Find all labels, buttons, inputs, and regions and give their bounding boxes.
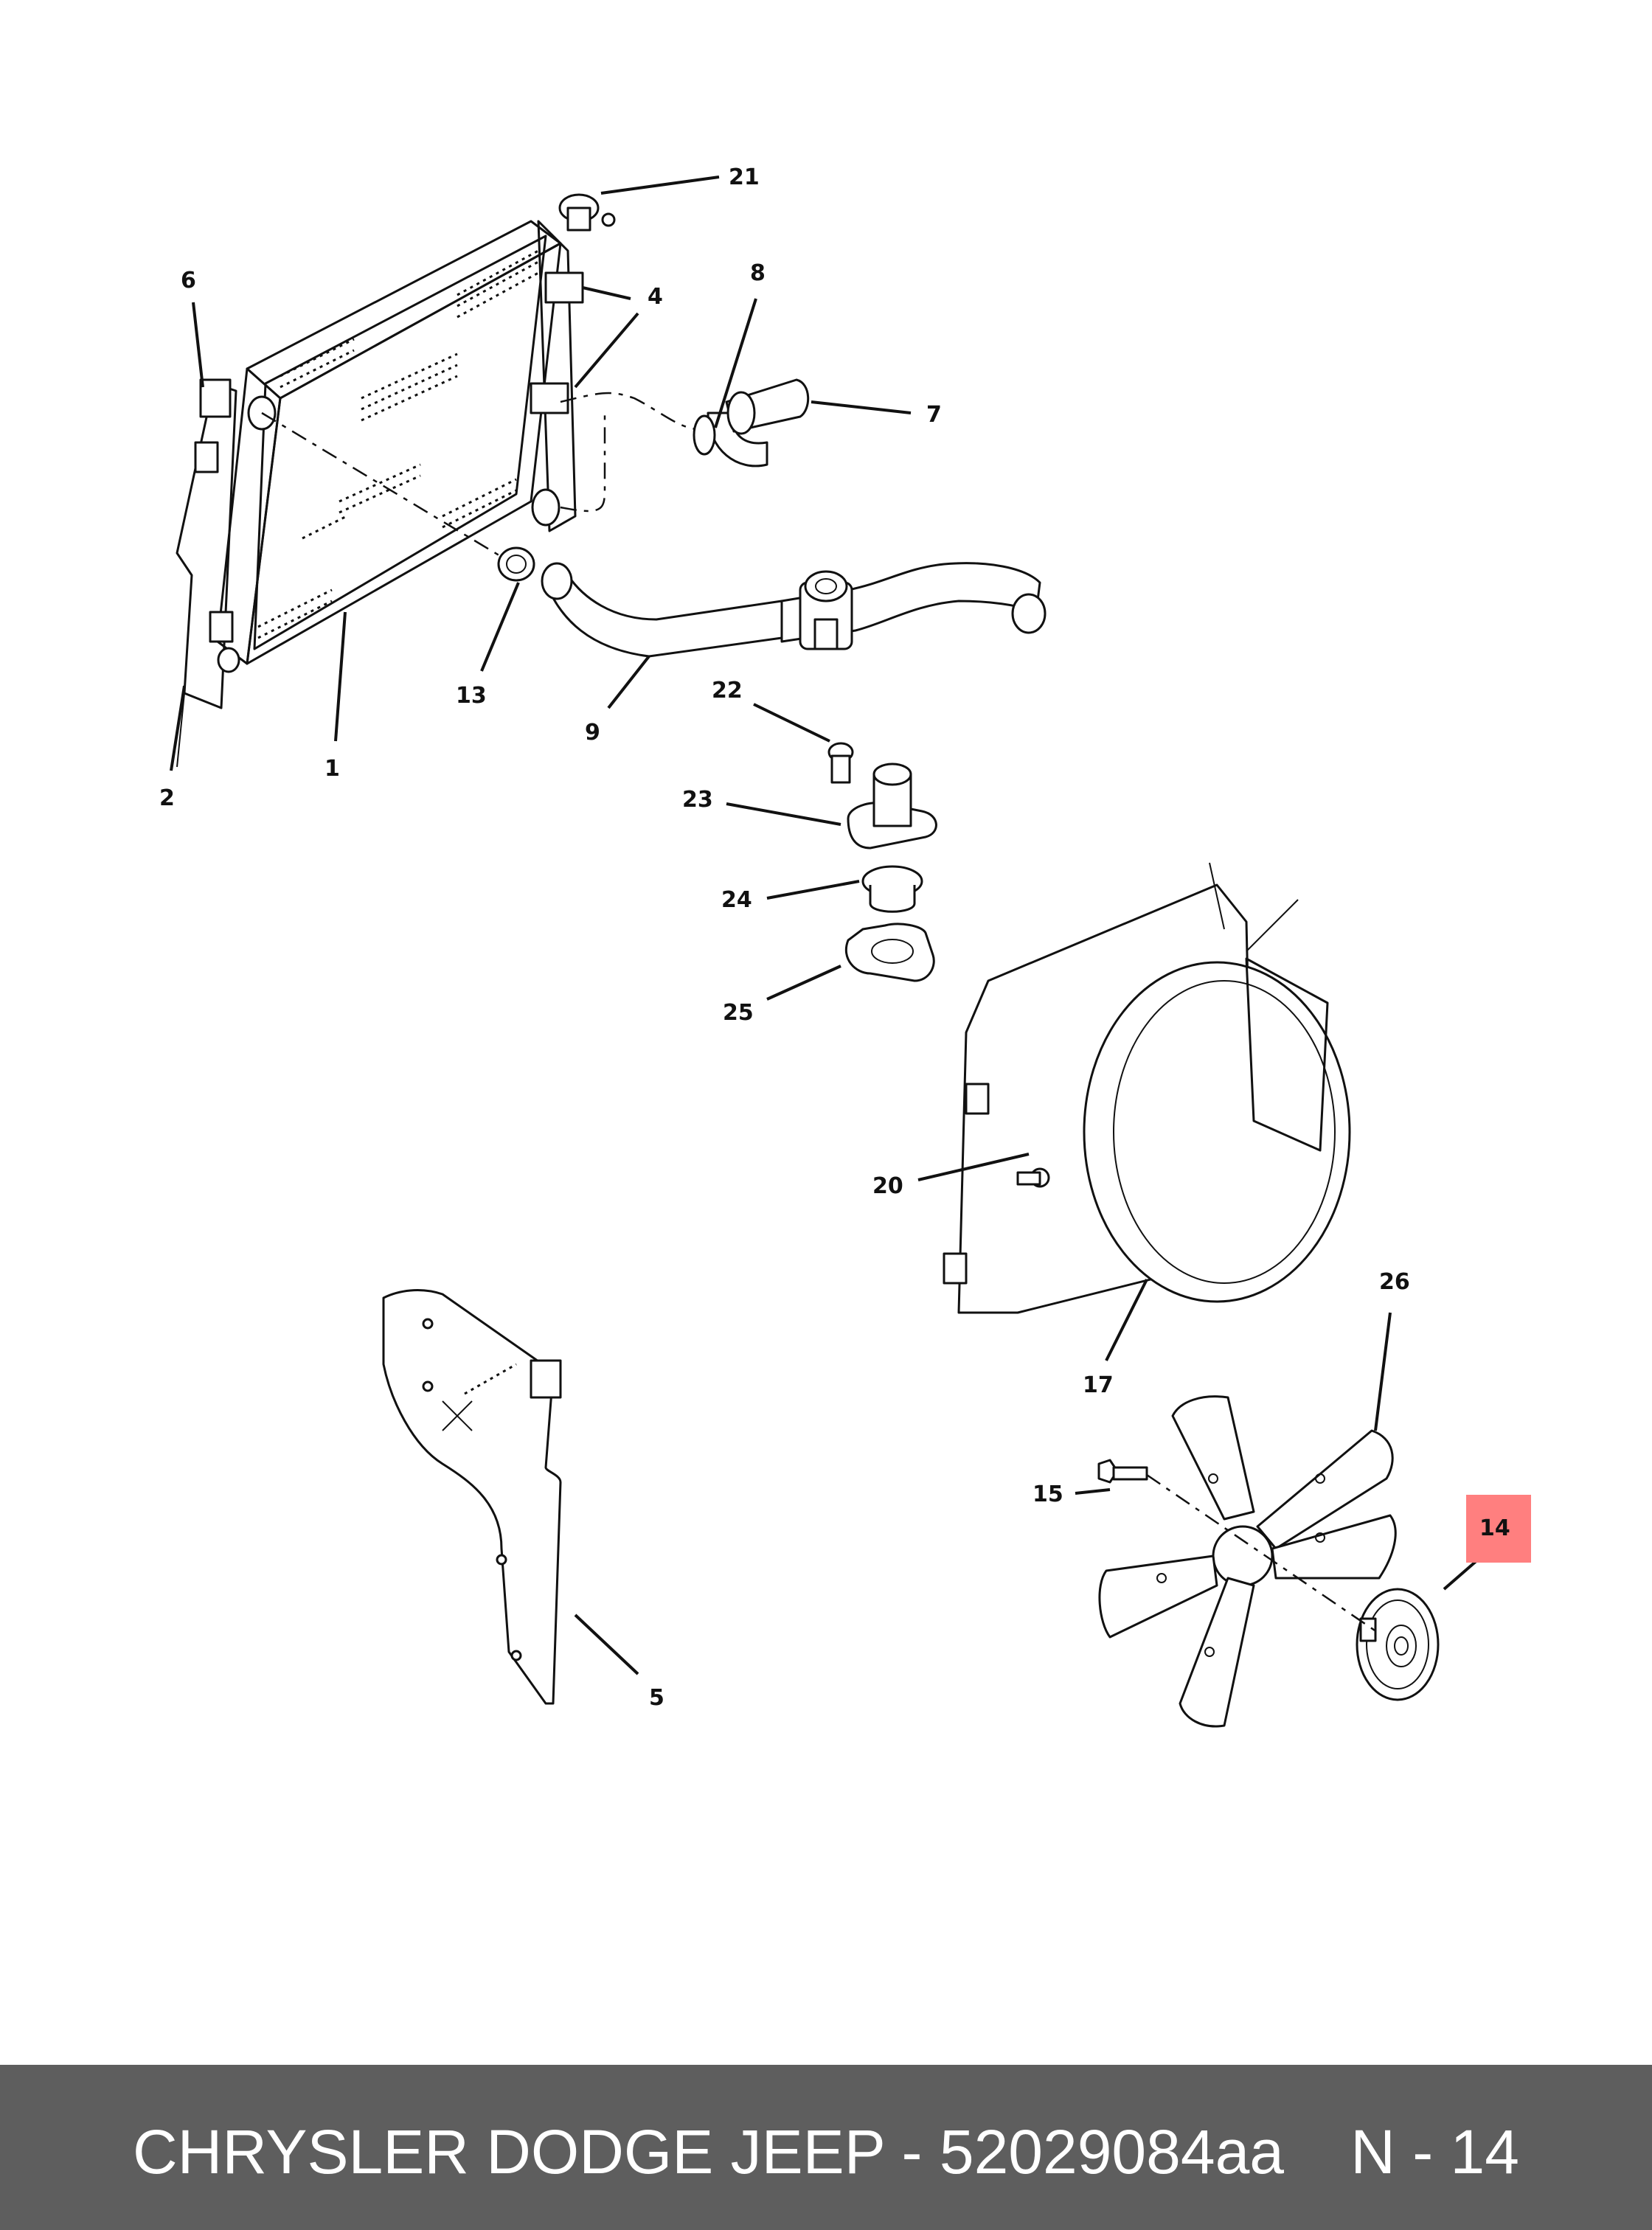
callout-24[interactable]: 24 bbox=[721, 887, 752, 913]
callout-14[interactable]: 14 bbox=[1479, 1515, 1510, 1541]
bolt-15 bbox=[1097, 1459, 1148, 1484]
callout-9[interactable]: 9 bbox=[585, 720, 600, 746]
callout-labels: 21 6 4 8 7 13 9 1 2 22 23 24 25 20 17 26… bbox=[159, 164, 1510, 1711]
parts-diagram: 21 6 4 8 7 13 9 1 2 22 23 24 25 20 17 26… bbox=[159, 164, 1531, 1728]
radiator bbox=[176, 193, 616, 768]
callout-20[interactable]: 20 bbox=[872, 1173, 903, 1199]
callout-8[interactable]: 8 bbox=[750, 260, 766, 286]
radiator-hose-9 bbox=[541, 562, 1047, 658]
fan-shroud bbox=[943, 862, 1351, 1314]
callout-7[interactable]: 7 bbox=[926, 402, 942, 428]
hose-clamp-13 bbox=[497, 546, 535, 582]
callout-17[interactable]: 17 bbox=[1083, 1372, 1114, 1398]
part-number-title: CHRYSLER DODGE JEEP - 52029084aa bbox=[133, 2117, 1285, 2186]
thermostat-housing bbox=[827, 742, 937, 982]
fan-clutch bbox=[1356, 1588, 1440, 1701]
callout-25[interactable]: 25 bbox=[723, 1000, 754, 1026]
diagram-reference: N - 14 bbox=[1350, 2117, 1519, 2186]
fan-blade bbox=[1098, 1395, 1397, 1728]
callout-21[interactable]: 21 bbox=[729, 164, 760, 190]
callout-1[interactable]: 1 bbox=[324, 756, 340, 782]
callout-15[interactable]: 15 bbox=[1032, 1482, 1063, 1507]
highlight-box bbox=[1466, 1495, 1531, 1563]
radiator-hose-7 bbox=[693, 378, 810, 468]
callout-13[interactable]: 13 bbox=[456, 683, 487, 709]
callout-5[interactable]: 5 bbox=[649, 1685, 664, 1711]
callout-26[interactable]: 26 bbox=[1379, 1269, 1410, 1295]
callout-6[interactable]: 6 bbox=[181, 268, 196, 293]
callout-22[interactable]: 22 bbox=[712, 678, 743, 704]
fan-shield-5 bbox=[382, 1289, 562, 1705]
callout-23[interactable]: 23 bbox=[682, 787, 713, 813]
footer-bar: CHRYSLER DODGE JEEP - 52029084aa N - 14 bbox=[0, 2065, 1652, 2230]
callout-2[interactable]: 2 bbox=[159, 785, 175, 811]
leader-lines bbox=[170, 176, 1485, 1675]
callout-4[interactable]: 4 bbox=[648, 284, 663, 310]
